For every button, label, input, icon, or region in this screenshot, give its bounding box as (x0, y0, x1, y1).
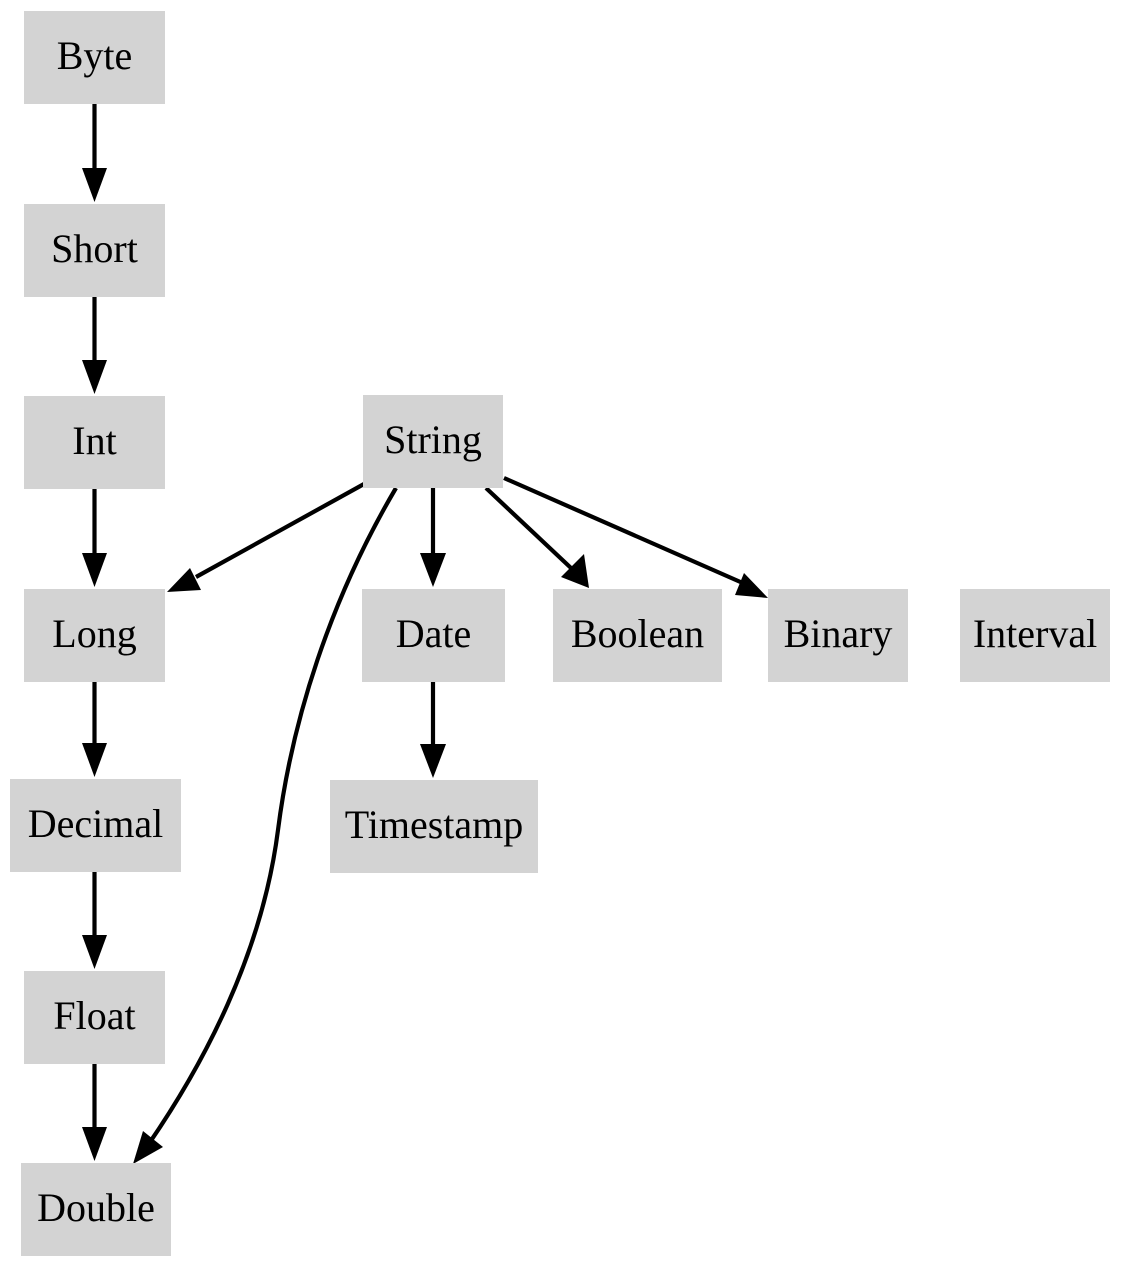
arrowhead-icon (82, 1127, 107, 1161)
edge-byte-short (82, 104, 107, 202)
node-byte[interactable]: Byte (24, 11, 165, 104)
node-box[interactable] (24, 396, 165, 489)
node-box[interactable] (10, 779, 181, 872)
node-label: Interval (973, 611, 1097, 656)
arrowhead-icon (420, 744, 446, 778)
arrowhead-icon (82, 360, 107, 394)
arrowhead-icon (167, 568, 201, 592)
node-decimal[interactable]: Decimal (10, 779, 181, 872)
node-box[interactable] (24, 11, 165, 104)
node-label: Timestamp (345, 802, 524, 847)
nodes-layer: Byte Short Int Long Decimal Float (10, 11, 1110, 1256)
node-short[interactable]: Short (24, 204, 165, 297)
node-float[interactable]: Float (24, 971, 165, 1064)
node-string[interactable]: String (363, 395, 503, 488)
arrowhead-icon (561, 554, 589, 588)
node-label: String (384, 417, 482, 462)
node-box[interactable] (24, 589, 165, 682)
node-label: Double (37, 1185, 155, 1230)
arrowhead-icon (82, 935, 107, 969)
node-label: Byte (57, 33, 133, 78)
edge-line (503, 476, 746, 586)
edge-long-decimal (82, 682, 107, 777)
node-label: Binary (784, 611, 893, 656)
node-box[interactable] (362, 589, 505, 682)
edge-string-binary (503, 476, 768, 598)
node-double[interactable]: Double (21, 1163, 171, 1256)
arrowhead-icon (420, 553, 446, 587)
arrowhead-icon (735, 573, 768, 598)
node-box[interactable] (24, 204, 165, 297)
edge-string-double (133, 486, 398, 1164)
edge-string-long (167, 482, 366, 592)
arrowhead-icon (82, 553, 107, 587)
edges-layer (82, 104, 768, 1164)
edge-string-date (420, 488, 446, 587)
node-box[interactable] (363, 395, 503, 488)
node-date[interactable]: Date (362, 589, 505, 682)
node-label: Int (72, 418, 116, 463)
node-box[interactable] (553, 589, 722, 682)
node-binary[interactable]: Binary (768, 589, 908, 682)
node-label: Decimal (28, 801, 164, 846)
edge-line (194, 482, 366, 579)
edge-short-int (82, 297, 107, 394)
arrowhead-icon (82, 168, 107, 202)
node-box[interactable] (330, 780, 538, 873)
node-int[interactable]: Int (24, 396, 165, 489)
node-box[interactable] (21, 1163, 171, 1256)
node-label: Boolean (571, 611, 704, 656)
node-box[interactable] (960, 589, 1110, 682)
node-boolean[interactable]: Boolean (553, 589, 722, 682)
node-label: Long (52, 611, 136, 656)
node-label: Float (53, 993, 135, 1038)
edge-float-double (82, 1064, 107, 1161)
node-timestamp[interactable]: Timestamp (330, 780, 538, 873)
node-box[interactable] (24, 971, 165, 1064)
edge-line (146, 486, 398, 1147)
node-label: Short (51, 226, 138, 271)
edge-string-boolean (484, 486, 589, 588)
edge-decimal-float (82, 872, 107, 969)
arrowhead-icon (82, 743, 107, 777)
node-long[interactable]: Long (24, 589, 165, 682)
node-box[interactable] (768, 589, 908, 682)
edge-int-long (82, 489, 107, 587)
node-label: Date (396, 611, 472, 656)
arrowhead-icon (133, 1131, 163, 1164)
edge-line (484, 486, 573, 570)
node-interval[interactable]: Interval (960, 589, 1110, 682)
edge-date-timestamp (420, 682, 446, 778)
